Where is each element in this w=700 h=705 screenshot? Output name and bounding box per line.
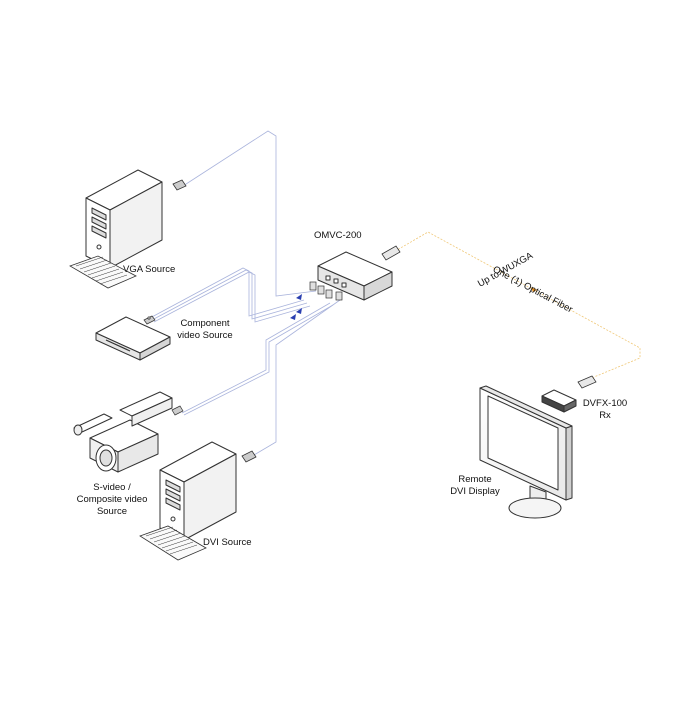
fiber-connector-tx xyxy=(381,245,401,261)
dvi-source-computer xyxy=(159,441,237,541)
signal-arrows xyxy=(290,294,302,320)
omvc-200-unit xyxy=(317,251,393,301)
dvi-source-label: DVI Source xyxy=(203,537,252,548)
svideo-source-label: S-video / Composite video Source xyxy=(64,482,160,518)
fiber-connector-rx xyxy=(577,375,597,389)
svideo-label-line2: Composite video xyxy=(76,494,148,505)
svideo-connector-icon xyxy=(171,405,184,416)
component-cable-1 xyxy=(149,267,305,319)
svideo-cable-2 xyxy=(183,304,334,416)
fiber-direction-arrow xyxy=(531,287,537,292)
dvfx-100-receiver xyxy=(541,389,577,413)
component-label-line2: video Source xyxy=(177,330,233,341)
camcorder xyxy=(73,391,173,473)
remote-label-line2: DVI Display xyxy=(450,486,500,497)
svideo-label-line3: Source xyxy=(96,506,128,517)
dvi-connector-icon xyxy=(241,450,257,463)
vga-source-computer xyxy=(85,169,163,269)
video-cables xyxy=(149,130,341,456)
dvfx-label-line1: DVFX-100 xyxy=(582,398,628,409)
component-video-device xyxy=(95,316,171,361)
vga-keyboard xyxy=(69,255,137,289)
omvc-connectors xyxy=(309,281,343,301)
remote-monitor xyxy=(479,385,573,519)
component-cable-2 xyxy=(151,269,308,321)
vga-connector-icon xyxy=(172,179,187,191)
component-source-label: Component video Source xyxy=(170,318,240,342)
remote-display-label: Remote DVI Display xyxy=(440,474,510,498)
component-cable-3 xyxy=(153,271,311,323)
component-label-line1: Component xyxy=(180,318,230,329)
dvfx-label-line2: Rx xyxy=(599,410,611,421)
component-connector-icon xyxy=(143,315,156,325)
vga-source-label: VGA Source xyxy=(123,264,176,275)
vga-cable xyxy=(182,130,317,297)
dvi-cable xyxy=(253,299,341,456)
svideo-cable xyxy=(181,302,331,414)
remote-label-line1: Remote xyxy=(458,474,492,485)
omvc-label: OMVC-200 xyxy=(314,230,362,241)
dvi-keyboard xyxy=(139,525,207,561)
optical-fiber xyxy=(391,231,641,383)
dvfx-label: DVFX-100 Rx xyxy=(580,398,630,422)
svideo-label-line1: S-video / xyxy=(93,482,131,493)
